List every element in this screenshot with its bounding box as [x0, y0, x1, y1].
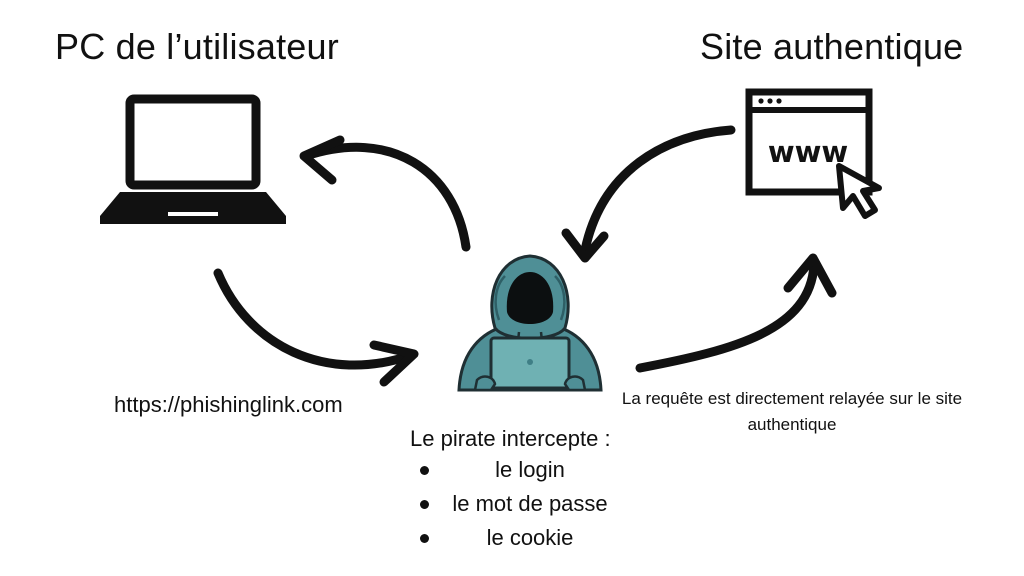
user-pc-title: PC de l’utilisateur — [55, 26, 339, 67]
list-item-text: le cookie — [486, 525, 574, 550]
laptop-icon — [98, 94, 288, 228]
authentic-site-title: Site authentique — [700, 26, 964, 67]
bullet-icon — [420, 534, 429, 543]
intercept-title: Le pirate intercepte : — [410, 426, 611, 451]
browser-window-icon: www — [745, 88, 895, 228]
bullet-icon — [420, 466, 429, 475]
list-item: le cookie — [420, 521, 640, 555]
arrow-hacker-to-site — [635, 253, 837, 373]
arrow-site-to-hacker — [561, 125, 736, 263]
phishing-url-label: https://phishinglink.com — [114, 392, 343, 417]
arrow-hacker-to-pc — [299, 135, 471, 252]
cursor-icon — [836, 163, 882, 219]
arrow-pc-to-hacker — [213, 268, 419, 387]
www-text: www — [768, 135, 848, 169]
relay-label: La requête est directement relayée sur l… — [621, 389, 963, 434]
list-item-text: le login — [495, 457, 565, 482]
list-item: le mot de passe — [420, 487, 640, 521]
list-item-text: le mot de passe — [452, 491, 608, 516]
list-item: le login — [420, 453, 640, 487]
intercepted-items-list: le login le mot de passe le cookie — [420, 453, 640, 555]
hacker-icon — [455, 250, 605, 394]
bullet-icon — [420, 500, 429, 509]
